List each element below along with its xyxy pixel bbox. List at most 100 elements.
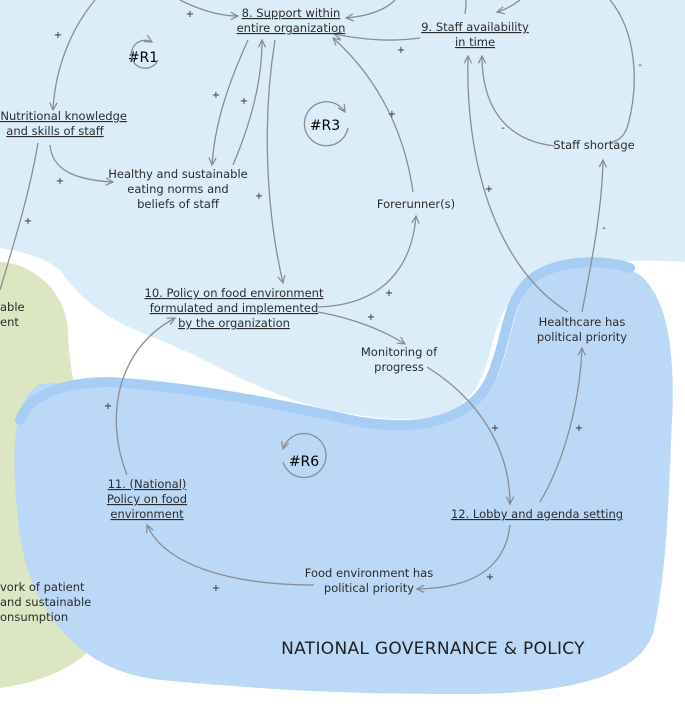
loop-r3: #R3 (303, 101, 349, 147)
node-label-line: entire organization (237, 21, 346, 35)
node-label-line: 11. (National) (108, 477, 187, 491)
sign: - (638, 60, 642, 71)
sign: + (212, 583, 220, 594)
loop-r1-circle-arrow (130, 40, 159, 69)
node-left-partial-top: able ent (0, 300, 25, 329)
node-policy-food-environment: 10. Policy on food environment formulate… (145, 286, 324, 330)
link-top-right-curve (497, 0, 521, 12)
sign: + (212, 90, 220, 101)
national-region (14, 262, 673, 695)
node-nutritional-knowledge: . Nutritional knowledge and skills of st… (0, 109, 127, 138)
loop-r6-circle-arrow (283, 432, 327, 479)
link-top-left-to-nutritional (53, 0, 96, 110)
sign: + (388, 109, 396, 120)
sign: + (486, 572, 494, 583)
sign: + (385, 288, 393, 299)
sign: + (104, 401, 112, 412)
sign: + (491, 423, 499, 434)
node-label-line: eating norms and (127, 182, 228, 196)
node-label-line: progress (374, 360, 424, 374)
node-label-line: 9. Staff availability (421, 20, 529, 34)
node-label-line: 8. Support within (242, 6, 341, 20)
node-label-line: Forerunner(s) (377, 197, 455, 211)
node-label-line: . Nutritional knowledge (0, 109, 127, 123)
sign: + (397, 45, 405, 56)
sign: + (56, 176, 64, 187)
link-food-priority-to-national (147, 525, 315, 586)
node-label-line: formulated and implemented (150, 301, 319, 315)
node-label-line: beliefs of staff (137, 197, 220, 211)
link-signs: + + + + + + + + + - - + - + + + + + + + (24, 9, 642, 594)
node-label-line: 12. Lobby and agenda setting (451, 507, 623, 521)
link-monitoring-to-lobby (426, 366, 510, 504)
link-lobby-to-healthcare (539, 348, 582, 503)
node-label-line: Monitoring of (361, 345, 438, 359)
node-label-line: by the organization (178, 316, 290, 330)
link-support-to-policy (266, 39, 283, 283)
node-staff-shortage: Staff shortage (553, 138, 634, 152)
link-top-to-support (179, 0, 238, 16)
link-staff-to-support (334, 34, 421, 41)
node-food-environment-priority: Food environment has political priority (305, 566, 433, 595)
link-support-from-right (346, 0, 396, 18)
link-support-to-eating (212, 39, 249, 165)
node-label-line: Healthcare has (539, 315, 626, 329)
node-label-line: political priority (324, 581, 414, 595)
sign: - (602, 223, 606, 234)
loop-r1: #R1 (128, 40, 159, 69)
node-healthcare-priority: Healthcare has political priority (537, 315, 627, 344)
node-label-line: Food environment has (305, 566, 433, 580)
node-label-line: vork of patient (0, 580, 85, 594)
link-policy-to-forerunner (317, 216, 416, 308)
sign: + (367, 312, 375, 323)
loop-r6: #R6 (283, 432, 327, 479)
node-label-line: able (0, 300, 25, 314)
node-national-policy: 11. (National) Policy on food environmen… (107, 477, 187, 521)
node-label-line: Staff shortage (553, 138, 634, 152)
node-staff-availability: 9. Staff availability in time (421, 20, 529, 49)
organization-region (0, 0, 685, 420)
loop-r6-label: #R6 (289, 454, 319, 470)
link-nutritional-down (0, 142, 39, 291)
node-label-line: and skills of staff (6, 124, 104, 138)
node-left-partial-bottom: vork of patient and sustainable onsumpti… (0, 580, 91, 624)
loop-r3-label: #R3 (310, 118, 340, 134)
node-label-line: political priority (537, 330, 627, 344)
node-label-line: 10. Policy on food environment (145, 286, 324, 300)
link-healthcare-to-staff (468, 56, 569, 313)
sign: + (54, 30, 62, 41)
node-support-within-organization: 8. Support within entire organization (237, 6, 346, 35)
link-policy-to-monitoring (317, 311, 405, 344)
node-label-line: Healthy and sustainable (108, 167, 247, 181)
sign: + (186, 9, 194, 20)
node-label-line: and sustainable (0, 595, 91, 609)
node-monitoring-progress: Monitoring of progress (361, 345, 438, 374)
link-eating-to-support (232, 40, 262, 166)
link-right-loop (609, 0, 635, 126)
region-title-national-governance: NATIONAL GOVERNANCE & POLICY (281, 639, 585, 659)
link-shortage-to-staff (482, 56, 556, 147)
node-label-line: onsumption (0, 610, 68, 624)
node-label-line: in time (455, 35, 495, 49)
node-label-line: ent (0, 315, 19, 329)
link-lobby-to-food-priority (417, 524, 511, 589)
loop-r3-circle-arrow (303, 101, 349, 147)
node-lobby-agenda: 12. Lobby and agenda setting (451, 507, 623, 521)
link-staff-to-top (464, 0, 467, 15)
link-nutritional-to-eating (49, 144, 113, 182)
sign: + (240, 96, 248, 107)
node-label-line: Policy on food (107, 492, 187, 506)
link-forerunner-to-support (333, 38, 414, 193)
node-forerunners: Forerunner(s) (377, 197, 455, 211)
link-healthcare-to-shortage (581, 160, 603, 313)
loop-r1-label: #R1 (128, 50, 158, 66)
nodes: 8. Support within entire organization 9.… (0, 6, 635, 624)
links (0, 0, 635, 589)
link-right-loop-to-shortage (611, 124, 629, 143)
sign: + (485, 184, 493, 195)
national-region-edge (15, 257, 635, 431)
sign: + (255, 191, 263, 202)
node-label-line: environment (110, 507, 184, 521)
sign: + (24, 216, 32, 227)
